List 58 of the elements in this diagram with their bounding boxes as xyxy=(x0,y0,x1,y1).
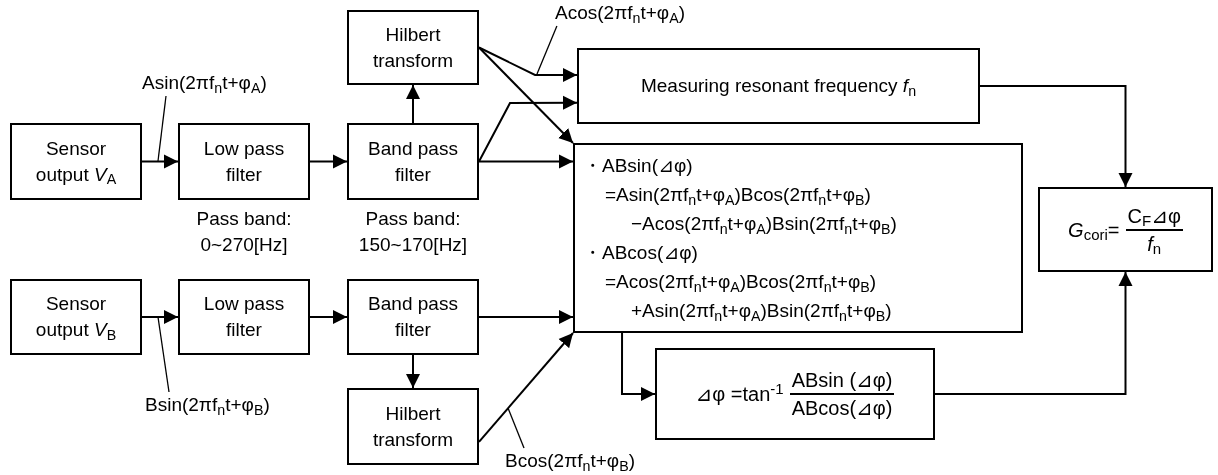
arrow xyxy=(478,46,574,144)
signal-label: Acos(2πf$_{n}$t+φ$_{A}$) xyxy=(555,0,745,26)
box-label: Low pass filter xyxy=(202,292,286,342)
process-box xyxy=(577,48,980,124)
formula-box xyxy=(573,143,1023,333)
arrow xyxy=(406,84,420,124)
formula-line: ・ABcos(⊿φ) xyxy=(583,241,699,265)
process-box xyxy=(10,279,142,355)
process-box xyxy=(347,279,479,355)
formula-line: =Asin(2πf$_{n}$t+φ$_{A}$)Bcos(2πf$_{n}$t+φ$_{B}$) xyxy=(604,183,872,209)
fraction-denominator: ABcos(⊿φ) xyxy=(791,396,893,421)
formula-box xyxy=(655,348,935,440)
formula-line: −Acos(2πf$_{n}$t+φ$_{A}$)Bsin(2πf$_{n}$t+φ$_{B}$) xyxy=(630,212,898,238)
passband-note: Pass band: 150~170[Hz] xyxy=(357,207,469,257)
box-label: Hilbert transform xyxy=(371,401,455,452)
process-box xyxy=(178,279,310,355)
formula-text: ⊿φ =tan$^{-1}$ xyxy=(695,379,784,407)
fraction-numerator: ABsin (⊿φ) xyxy=(789,367,895,395)
process-box xyxy=(347,388,479,465)
arrow xyxy=(141,310,179,324)
arrow xyxy=(478,154,574,169)
signal-label: Asin(2πf$_{n}$t+φ$_{A}$) xyxy=(142,70,342,96)
arrow xyxy=(621,332,656,401)
signal-label: Bcos(2πf$_{n}$t+φ$_{B}$) xyxy=(505,448,695,474)
arrow xyxy=(309,310,348,324)
box-label: Sensor output V$_{A}$ xyxy=(34,136,118,188)
box-label: Sensor output V$_{B}$ xyxy=(34,292,118,343)
leader-line xyxy=(157,95,167,162)
signal-label: Bsin(2πf$_{n}$t+φ$_{B}$) xyxy=(145,392,345,418)
leader-line xyxy=(536,25,558,75)
formula-box xyxy=(1038,187,1213,272)
arrow xyxy=(934,271,1133,395)
fraction-denominator: f$_{n}$ xyxy=(1147,231,1162,257)
box-label: Measuring resonant frequency f$_{n}$ xyxy=(640,74,917,99)
arrow xyxy=(478,310,574,325)
arrow xyxy=(478,332,574,443)
box-label: Hilbert transform xyxy=(371,22,455,73)
arrow xyxy=(478,95,578,163)
box-label: Low pass filter xyxy=(202,136,286,187)
arrow xyxy=(979,85,1133,188)
arrow xyxy=(406,354,420,389)
leader-line xyxy=(157,316,170,393)
box-label: Band pass filter xyxy=(367,136,459,187)
box-label: Band pass filter xyxy=(367,292,459,342)
fraction-numerator: C$_{F}$⊿φ xyxy=(1125,202,1183,231)
formula-line: =Acos(2πf$_{n}$t+φ$_{A}$)Bcos(2πf$_{n}$t+φ$_{B}$) xyxy=(604,270,878,296)
leader-line xyxy=(507,407,525,449)
arrow xyxy=(141,154,179,169)
arrow xyxy=(478,46,578,82)
formula-line: +Asin(2πf$_{n}$t+φ$_{A}$)Bsin(2πf$_{n}$t+φ$_{B}$) xyxy=(630,299,893,325)
process-box xyxy=(347,10,479,85)
process-box xyxy=(178,123,310,200)
arrow xyxy=(309,154,348,169)
process-box xyxy=(10,123,142,200)
formula-line: ・ABsin(⊿φ) xyxy=(583,154,694,178)
passband-note: Pass band: 0~270[Hz] xyxy=(195,207,293,257)
process-box xyxy=(347,123,479,200)
formula-text: G$_{cori}$= xyxy=(1068,217,1120,245)
